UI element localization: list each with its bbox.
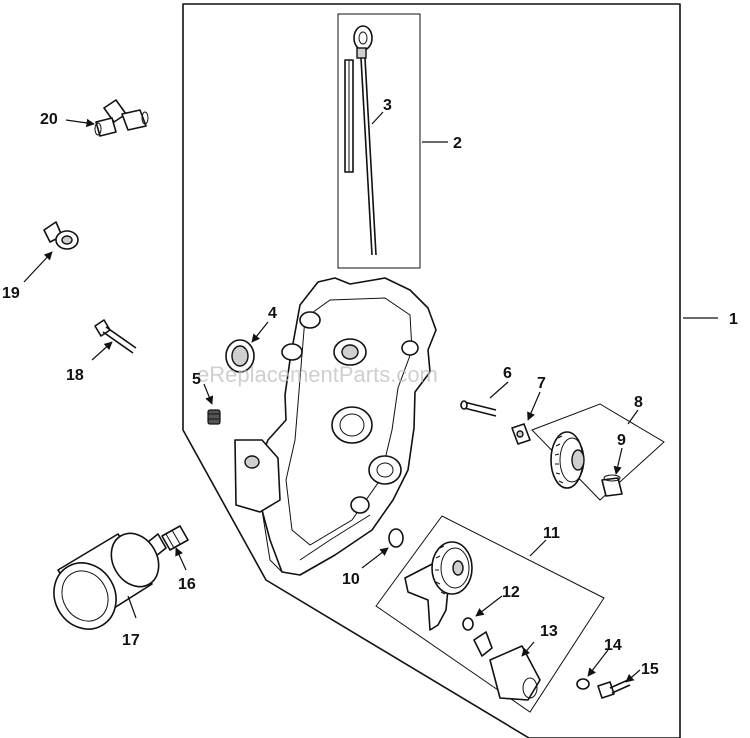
callout-15: 15 bbox=[641, 661, 659, 678]
callout-13: 13 bbox=[540, 623, 558, 640]
bolt-15-part bbox=[597, 679, 631, 699]
washer-part bbox=[576, 678, 590, 690]
pin-part bbox=[460, 400, 497, 417]
callout-8: 8 bbox=[634, 394, 643, 411]
bolt-18-part bbox=[94, 319, 137, 354]
leader-lines bbox=[23, 111, 718, 683]
filter-nipple-part bbox=[147, 525, 189, 557]
breather-fitting-part bbox=[43, 221, 79, 250]
callout-16: 16 bbox=[178, 576, 196, 593]
elbow-fitting-part bbox=[94, 99, 149, 137]
callout-9: 9 bbox=[617, 432, 626, 449]
assembly-outline bbox=[182, 3, 681, 738]
dipstick-group-box bbox=[337, 13, 421, 269]
clip-part bbox=[511, 423, 531, 445]
oil-filter-part bbox=[53, 532, 160, 630]
seal-ring-part bbox=[462, 617, 474, 631]
dipstick-part bbox=[344, 25, 377, 256]
shaft-part bbox=[601, 474, 623, 497]
callout-4: 4 bbox=[268, 305, 277, 322]
oil-pump-part bbox=[404, 541, 473, 631]
callout-2: 2 bbox=[453, 135, 462, 152]
callout-5: 5 bbox=[192, 371, 201, 388]
callout-14: 14 bbox=[604, 637, 622, 654]
callout-17: 17 bbox=[122, 632, 140, 649]
gear-cover-casting bbox=[234, 277, 437, 576]
callout-7: 7 bbox=[537, 375, 546, 392]
gear-part bbox=[550, 431, 585, 489]
callout-12: 12 bbox=[502, 584, 520, 601]
callout-3: 3 bbox=[383, 97, 392, 114]
callout-11: 11 bbox=[543, 525, 560, 542]
callout-10: 10 bbox=[342, 571, 360, 588]
oil-pickup-part bbox=[473, 631, 541, 701]
seal-part bbox=[225, 339, 255, 373]
watermark: eReplacementParts.com bbox=[197, 362, 438, 387]
plug-part bbox=[207, 409, 221, 425]
oil-pump-group-box bbox=[375, 515, 605, 713]
callout-19: 19 bbox=[2, 285, 20, 302]
o-ring-part bbox=[388, 528, 404, 548]
callout-6: 6 bbox=[503, 365, 512, 382]
callout-20: 20 bbox=[40, 111, 58, 128]
callout-18: 18 bbox=[66, 367, 84, 384]
callout-labels: 1 2 3 4 5 6 7 8 9 10 11 12 13 14 15 16 1… bbox=[2, 97, 738, 678]
callout-1: 1 bbox=[729, 311, 738, 328]
